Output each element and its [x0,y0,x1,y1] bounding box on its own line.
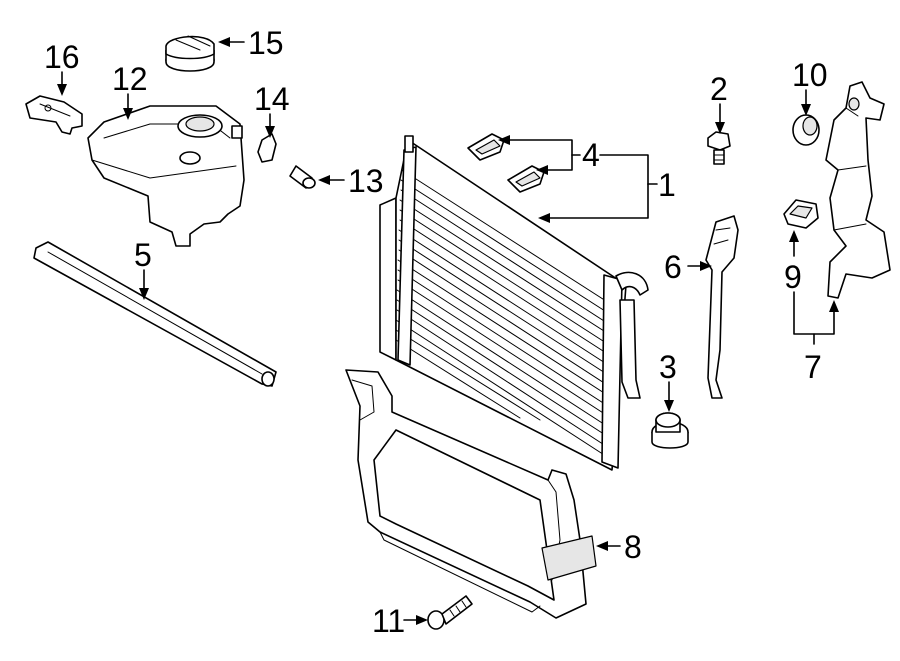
leader-lines [57,37,839,625]
part-expansion-tank [87,105,245,247]
callout-11: 11 [372,603,405,639]
callout-4: 4 [582,137,600,173]
part-radiator [379,135,649,471]
callout-1: 1 [658,167,676,203]
callout-5: 5 [134,237,152,273]
callout-12: 12 [112,61,148,97]
part-bolt [707,131,731,165]
callout-8: 8 [624,529,642,565]
callout-14: 14 [254,81,290,117]
callout-9: 9 [784,259,802,295]
part-upper-mount-brackets [467,133,545,193]
callout-13: 13 [348,163,384,199]
callout-2: 2 [710,71,728,107]
part-tank-bracket [25,95,83,135]
callout-6: 6 [664,249,682,285]
callout-3: 3 [659,349,677,385]
part-side-air-seal [705,215,739,399]
part-clip [783,199,819,229]
callout-10: 10 [792,57,828,93]
callout-7: 7 [804,349,822,385]
part-radiator-shroud [345,369,597,619]
part-screw [427,595,473,630]
callout-16: 16 [44,39,80,75]
part-air-duct [825,81,891,299]
callout-labels: 1 2 3 4 5 6 7 8 9 10 11 12 13 14 15 16 [44,25,828,639]
part-lower-seal-strip [33,241,277,387]
part-hose-sleeve [289,165,316,189]
part-plug [792,114,820,146]
callout-15: 15 [248,25,284,61]
part-filler-cap [165,35,215,72]
part-sensor-clip [257,133,277,163]
part-grommet [651,412,689,449]
